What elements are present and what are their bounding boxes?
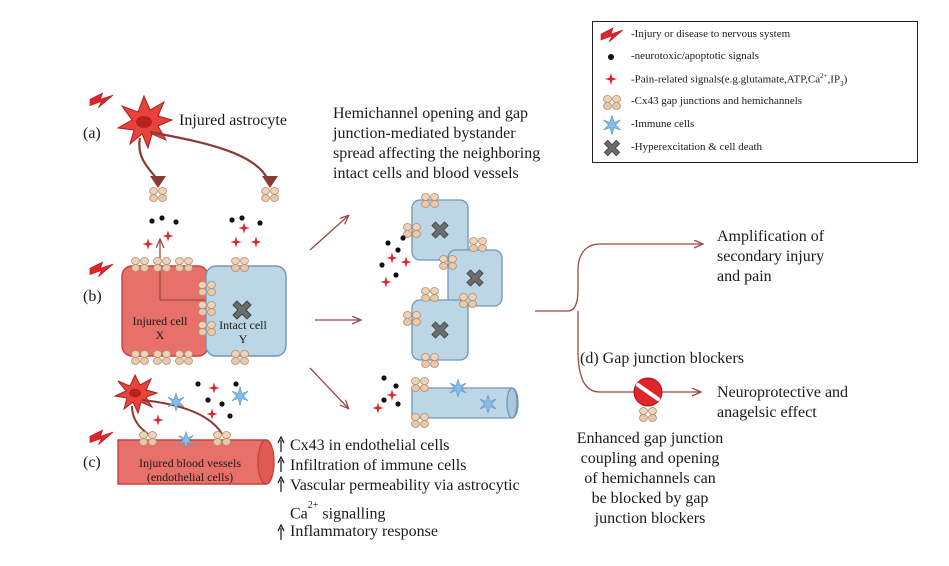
effect-vascular: Vascular permeability via astrocytic <box>290 477 520 494</box>
cross-icon <box>603 139 621 157</box>
injured-astrocyte-label: Injured astrocyte <box>179 112 287 129</box>
hemichannel-line-2: junction-mediated bystander <box>333 125 516 142</box>
panel-c-artwork <box>89 373 275 485</box>
legend: -Injury or disease to nervous system -ne… <box>592 21 918 163</box>
hemichannel-text: Hemichannel opening and gap junction-med… <box>333 104 540 184</box>
legend-row-death: -Hyperexcitation & cell death <box>593 138 917 158</box>
red-star-icon <box>605 73 617 85</box>
legend-text-neurotoxic: -neurotoxic/apoptotic signals <box>631 50 759 62</box>
intact-cell-label: Intact cell Y <box>219 318 267 346</box>
legend-row-immune: -Immune cells <box>593 115 917 135</box>
astrocyte-process-right <box>149 130 270 181</box>
hemichannel-line-4: intact cells and blood vessels <box>333 165 519 182</box>
panel-label-a: (a) <box>83 125 101 142</box>
lightning-bolt-icon <box>600 27 624 43</box>
gap-junction-icon <box>603 95 621 110</box>
legend-row-pain: -Pain-related signals(e.g.glutamate,ATP,… <box>593 69 917 89</box>
released-signals <box>142 215 263 250</box>
effect-infiltration: Infiltration of immune cells <box>290 457 467 474</box>
legend-row-neurotoxic: -neurotoxic/apoptotic signals <box>593 47 917 67</box>
neuroprotective-text: Neuroprotective and anagelsic effect <box>717 384 849 421</box>
outcome-arrows <box>535 244 702 392</box>
arrow-up <box>309 216 348 251</box>
legend-row-cx43: -Cx43 gap junctions and hemichannels <box>593 92 917 112</box>
panel-label-b: (b) <box>83 288 102 305</box>
legend-text-immune: -Immune cells <box>631 118 695 130</box>
legend-text-injury: -Injury or disease to nervous system <box>631 28 791 40</box>
effect-cx43: Cx43 in endothelial cells <box>290 437 450 454</box>
legend-row-injury: -Injury or disease to nervous system <box>593 25 917 45</box>
gap-junction-blocker-icon <box>633 377 663 422</box>
blood-vessel-label: Injured blood vessels (endothelial cells… <box>139 456 241 484</box>
immune-cell-icon <box>603 115 621 135</box>
black-dot-icon <box>608 54 614 60</box>
injured-cell-x <box>89 240 233 365</box>
increase-arrows <box>277 435 285 540</box>
injury-bolt-icon <box>89 92 114 109</box>
arrow-down <box>309 367 348 408</box>
legend-text-pain: -Pain-related signals(e.g.glutamate,ATP,… <box>631 72 848 88</box>
injured-astrocyte-cell <box>116 94 174 150</box>
injury-bolt-icon <box>89 261 114 278</box>
gap-blockers-label: (d) Gap junction blockers <box>580 350 744 367</box>
effect-ca-signalling: Ca2+ signalling <box>290 500 386 523</box>
immune-cell-icon <box>231 386 249 406</box>
legend-text-cx43: -Cx43 gap junctions and hemichannels <box>631 95 803 107</box>
injured-astrocyte-group <box>89 92 279 202</box>
legend-text-death: -Hyperexcitation & cell death <box>631 141 763 153</box>
endfoot-junction-icon <box>261 187 279 202</box>
enhanced-text: Enhanced gap junction coupling and openi… <box>576 430 724 527</box>
middle-signals <box>379 235 412 288</box>
panel-label-c: (c) <box>83 454 101 471</box>
amplification-text: Amplification of secondary injury and pa… <box>717 228 825 285</box>
injury-bolt-icon <box>89 429 114 446</box>
effect-inflammatory: Inflammatory response <box>290 523 438 540</box>
injured-cell-label: Injured cell X <box>132 314 188 342</box>
middle-blood-vessel <box>372 375 519 428</box>
neighbor-cells <box>403 193 503 368</box>
hemichannel-line-3: spread affecting the neighboring <box>333 145 541 162</box>
hemichannel-line-1: Hemichannel opening and gap <box>333 105 529 122</box>
intact-cell-y <box>198 257 287 365</box>
endfoot-junction-icon <box>149 187 167 202</box>
